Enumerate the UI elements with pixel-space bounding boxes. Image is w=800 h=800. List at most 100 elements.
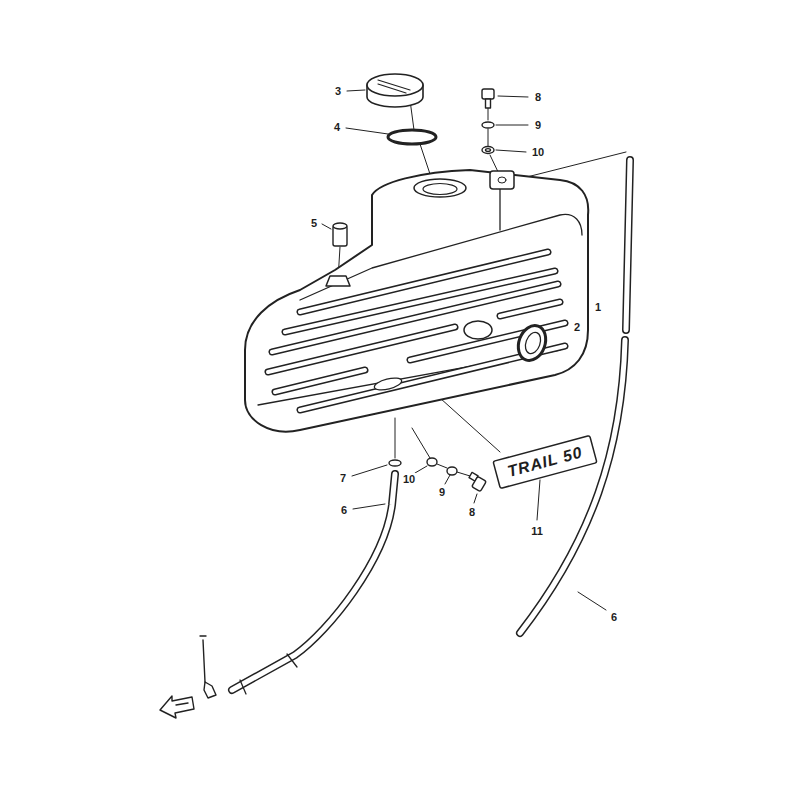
fuel-tank <box>326 276 350 286</box>
cap-gasket <box>388 130 436 144</box>
callout-number: 8 <box>468 506 476 518</box>
fuel-tank <box>245 170 588 432</box>
tank-rib <box>268 252 565 410</box>
callout-number: 10 <box>531 146 545 158</box>
leader-line <box>353 504 385 509</box>
fuel-hose <box>520 340 625 633</box>
washer <box>482 122 494 154</box>
clip <box>389 460 401 466</box>
callout-number: 6 <box>610 611 618 623</box>
filler-cap <box>367 74 423 107</box>
filler-cap <box>367 74 423 96</box>
fuel-tank <box>490 171 514 189</box>
callout-number: 3 <box>334 85 342 97</box>
leader-line <box>322 224 331 229</box>
grommet <box>514 322 551 365</box>
leader-line <box>352 465 387 476</box>
bolt <box>482 89 494 99</box>
tank-rib <box>285 271 555 332</box>
tank-rib <box>500 302 560 316</box>
bolt <box>469 472 486 491</box>
washer <box>427 458 457 475</box>
leader-line <box>496 150 526 152</box>
leader-line <box>474 494 477 503</box>
callout-number: 2 <box>573 321 581 333</box>
fuel-tank <box>464 321 492 339</box>
callout-number: 8 <box>534 91 542 103</box>
assembly-line <box>488 108 489 120</box>
assembly-line <box>457 472 470 476</box>
fuel-hose <box>287 654 297 667</box>
fuel-hose <box>232 474 395 690</box>
callout-number: 4 <box>333 121 341 133</box>
leader-line <box>347 90 365 91</box>
fuel-hose <box>626 160 630 330</box>
fuel-tank <box>423 184 457 195</box>
tank-rib <box>500 302 560 316</box>
washer <box>427 458 437 466</box>
hose-clip <box>203 640 205 682</box>
forward-arrow <box>160 696 194 718</box>
clip <box>389 460 401 466</box>
tank-rib <box>268 252 565 410</box>
fuel-tank <box>499 186 500 230</box>
decal <box>493 436 597 489</box>
callout-number: 7 <box>339 472 347 484</box>
tank-rib <box>275 370 365 392</box>
callout-number: 10 <box>402 473 416 485</box>
leader-line <box>415 466 427 473</box>
cap-gasket <box>388 130 436 144</box>
filler-cap <box>378 84 406 93</box>
grommet <box>514 322 551 365</box>
tank-rib <box>272 284 558 352</box>
assembly-line <box>488 129 489 146</box>
leader-line <box>445 475 450 484</box>
tank-rib <box>268 327 455 372</box>
fuel-tank <box>414 179 466 197</box>
tank-rib <box>268 327 455 372</box>
washer <box>482 122 494 128</box>
fuel-hose <box>232 474 395 690</box>
bolt <box>482 89 494 108</box>
washer <box>486 149 491 152</box>
bolt <box>486 99 491 108</box>
leader-line <box>498 96 528 97</box>
assembly-line <box>412 428 430 458</box>
assembly-line <box>395 418 396 458</box>
hose-clip <box>200 635 206 636</box>
leader-line <box>578 592 606 610</box>
fuel-tank <box>245 170 588 432</box>
tank-rib <box>373 376 403 392</box>
bolt <box>472 476 487 491</box>
fuel-hose <box>232 160 630 694</box>
leader-line <box>496 125 528 126</box>
forward-arrow <box>160 696 194 718</box>
tank-rib <box>272 284 558 352</box>
assembly-line <box>437 464 447 468</box>
hose-clip <box>200 636 216 698</box>
leader-line <box>537 480 540 520</box>
fuel-hose <box>520 340 625 633</box>
tank-rib <box>275 370 365 392</box>
callout-number: 9 <box>438 486 446 498</box>
rubber-damper <box>333 223 347 246</box>
washer <box>447 467 457 475</box>
callout-number: 5 <box>310 217 318 229</box>
callout-number: 1 <box>594 301 602 313</box>
fuel-hose <box>240 680 246 694</box>
grommet <box>523 330 544 355</box>
decal <box>493 436 597 489</box>
callout-number: 9 <box>534 119 542 131</box>
hose-clip <box>204 682 216 698</box>
tank-rib <box>268 252 565 410</box>
washer <box>482 147 494 154</box>
callout-number: 11 <box>530 525 544 537</box>
callout-number: 6 <box>340 504 348 516</box>
rubber-damper <box>333 223 347 229</box>
fuel-tank <box>498 177 506 183</box>
tank-rib <box>285 271 555 332</box>
leader-line <box>346 128 388 134</box>
forward-arrow <box>176 703 188 705</box>
